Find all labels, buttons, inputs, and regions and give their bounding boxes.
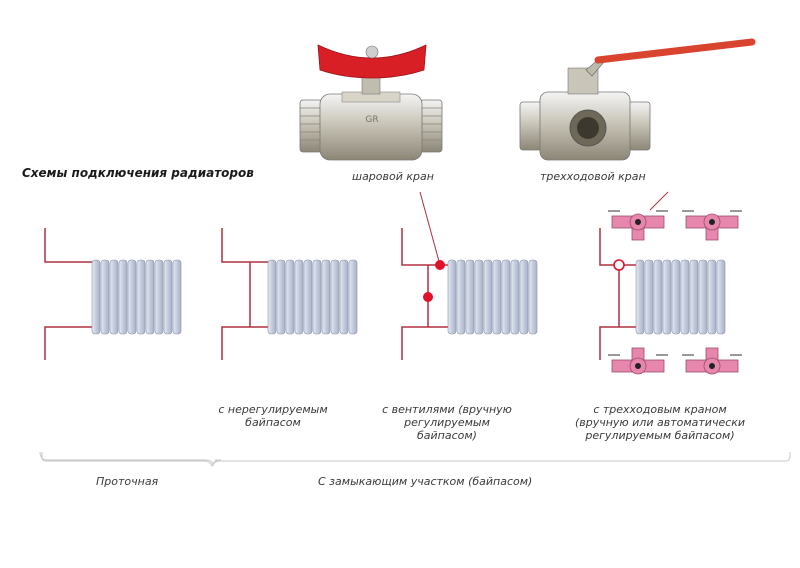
radiator-section <box>474 259 484 335</box>
radiator-section <box>465 259 475 335</box>
page-title: Схемы подключения радиаторов <box>22 166 254 180</box>
caption-line: байпасом) <box>417 429 477 442</box>
tee-ball <box>709 363 715 369</box>
radiator-section <box>689 259 699 335</box>
scheme-valved-caption: с вентилями (вручную регулируемым байпас… <box>372 403 522 442</box>
radiator-section <box>483 259 493 335</box>
radiator-section <box>510 259 520 335</box>
radiator-section <box>109 259 119 335</box>
radiator-three-way <box>635 259 726 335</box>
radiator-section <box>716 259 726 335</box>
tee-ball <box>709 219 715 225</box>
radiator-section <box>163 259 173 335</box>
radiator-section <box>100 259 110 335</box>
three-way-valve-icon <box>519 38 756 161</box>
radiator-section <box>136 259 146 335</box>
tee-mode-bottom-left <box>608 347 668 375</box>
scheme-three-way <box>599 228 636 360</box>
radiator-section <box>285 259 295 335</box>
scheme-nonregulated-caption: с нерегулируемым байпасом <box>198 403 348 429</box>
radiator-flow <box>91 259 182 335</box>
radiator-section <box>267 259 277 335</box>
caption-line: с трехходовым краном <box>593 403 727 416</box>
radiator-section <box>653 259 663 335</box>
group-flow-label: Проточная <box>96 475 159 488</box>
radiator-section <box>662 259 672 335</box>
radiator-nonregulated <box>267 259 358 335</box>
three-way-valve-label: трехходовой кран <box>540 170 646 183</box>
radiator-section <box>501 259 511 335</box>
radiator-section <box>172 259 182 335</box>
radiator-section <box>127 259 137 335</box>
radiator-section <box>528 259 538 335</box>
caption-line: (вручную или автоматически <box>574 416 746 429</box>
caption-line: регулируемым байпасом) <box>585 429 735 442</box>
radiator-section <box>312 259 322 335</box>
radiator-valved <box>447 259 538 335</box>
ball-valve-icon: GR <box>299 44 443 161</box>
tee-mode-bottom-right <box>682 347 742 375</box>
tee-mode-top-right <box>682 210 742 241</box>
radiator-section <box>91 259 101 335</box>
group-brackets <box>39 451 791 467</box>
caption-line: с нерегулируемым <box>218 403 328 416</box>
group-bypass-label: С замыкающим участком (байпасом) <box>318 475 533 488</box>
ball-valve-label: шаровой кран <box>352 170 434 183</box>
scheme-nonregulated <box>221 228 268 360</box>
radiator-section <box>707 259 717 335</box>
radiator-section <box>118 259 128 335</box>
three-way-valve-pointer <box>649 191 669 211</box>
radiator-section <box>447 259 457 335</box>
scheme-three-way-caption: с трехходовым краном (вручную или автома… <box>560 403 760 442</box>
tee-mode-top-left <box>608 210 668 241</box>
radiator-section <box>154 259 164 335</box>
radiator-section <box>698 259 708 335</box>
radiator-section <box>519 259 529 335</box>
radiator-section <box>644 259 654 335</box>
radiator-section <box>348 259 358 335</box>
ball-valve-pointer <box>419 191 441 266</box>
tee-ball <box>635 219 641 225</box>
radiator-section <box>492 259 502 335</box>
svg-text:GR: GR <box>365 115 378 125</box>
radiator-section <box>321 259 331 335</box>
caption-line: с вентилями (вручную <box>382 403 512 416</box>
radiator-section <box>330 259 340 335</box>
radiator-section <box>671 259 681 335</box>
radiator-section <box>276 259 286 335</box>
radiator-section <box>145 259 155 335</box>
radiator-section <box>635 259 645 335</box>
caption-line: байпасом <box>245 416 301 429</box>
radiator-section <box>339 259 349 335</box>
bypass-valve-marker <box>423 292 433 302</box>
scheme-flow <box>44 228 92 360</box>
radiator-section <box>294 259 304 335</box>
tee-ball <box>635 363 641 369</box>
radiator-section <box>680 259 690 335</box>
radiator-section <box>456 259 466 335</box>
radiator-section <box>303 259 313 335</box>
caption-line: регулируемым <box>404 416 490 429</box>
ball-valve-marker <box>435 260 445 270</box>
three-way-valve-marker <box>613 259 625 271</box>
